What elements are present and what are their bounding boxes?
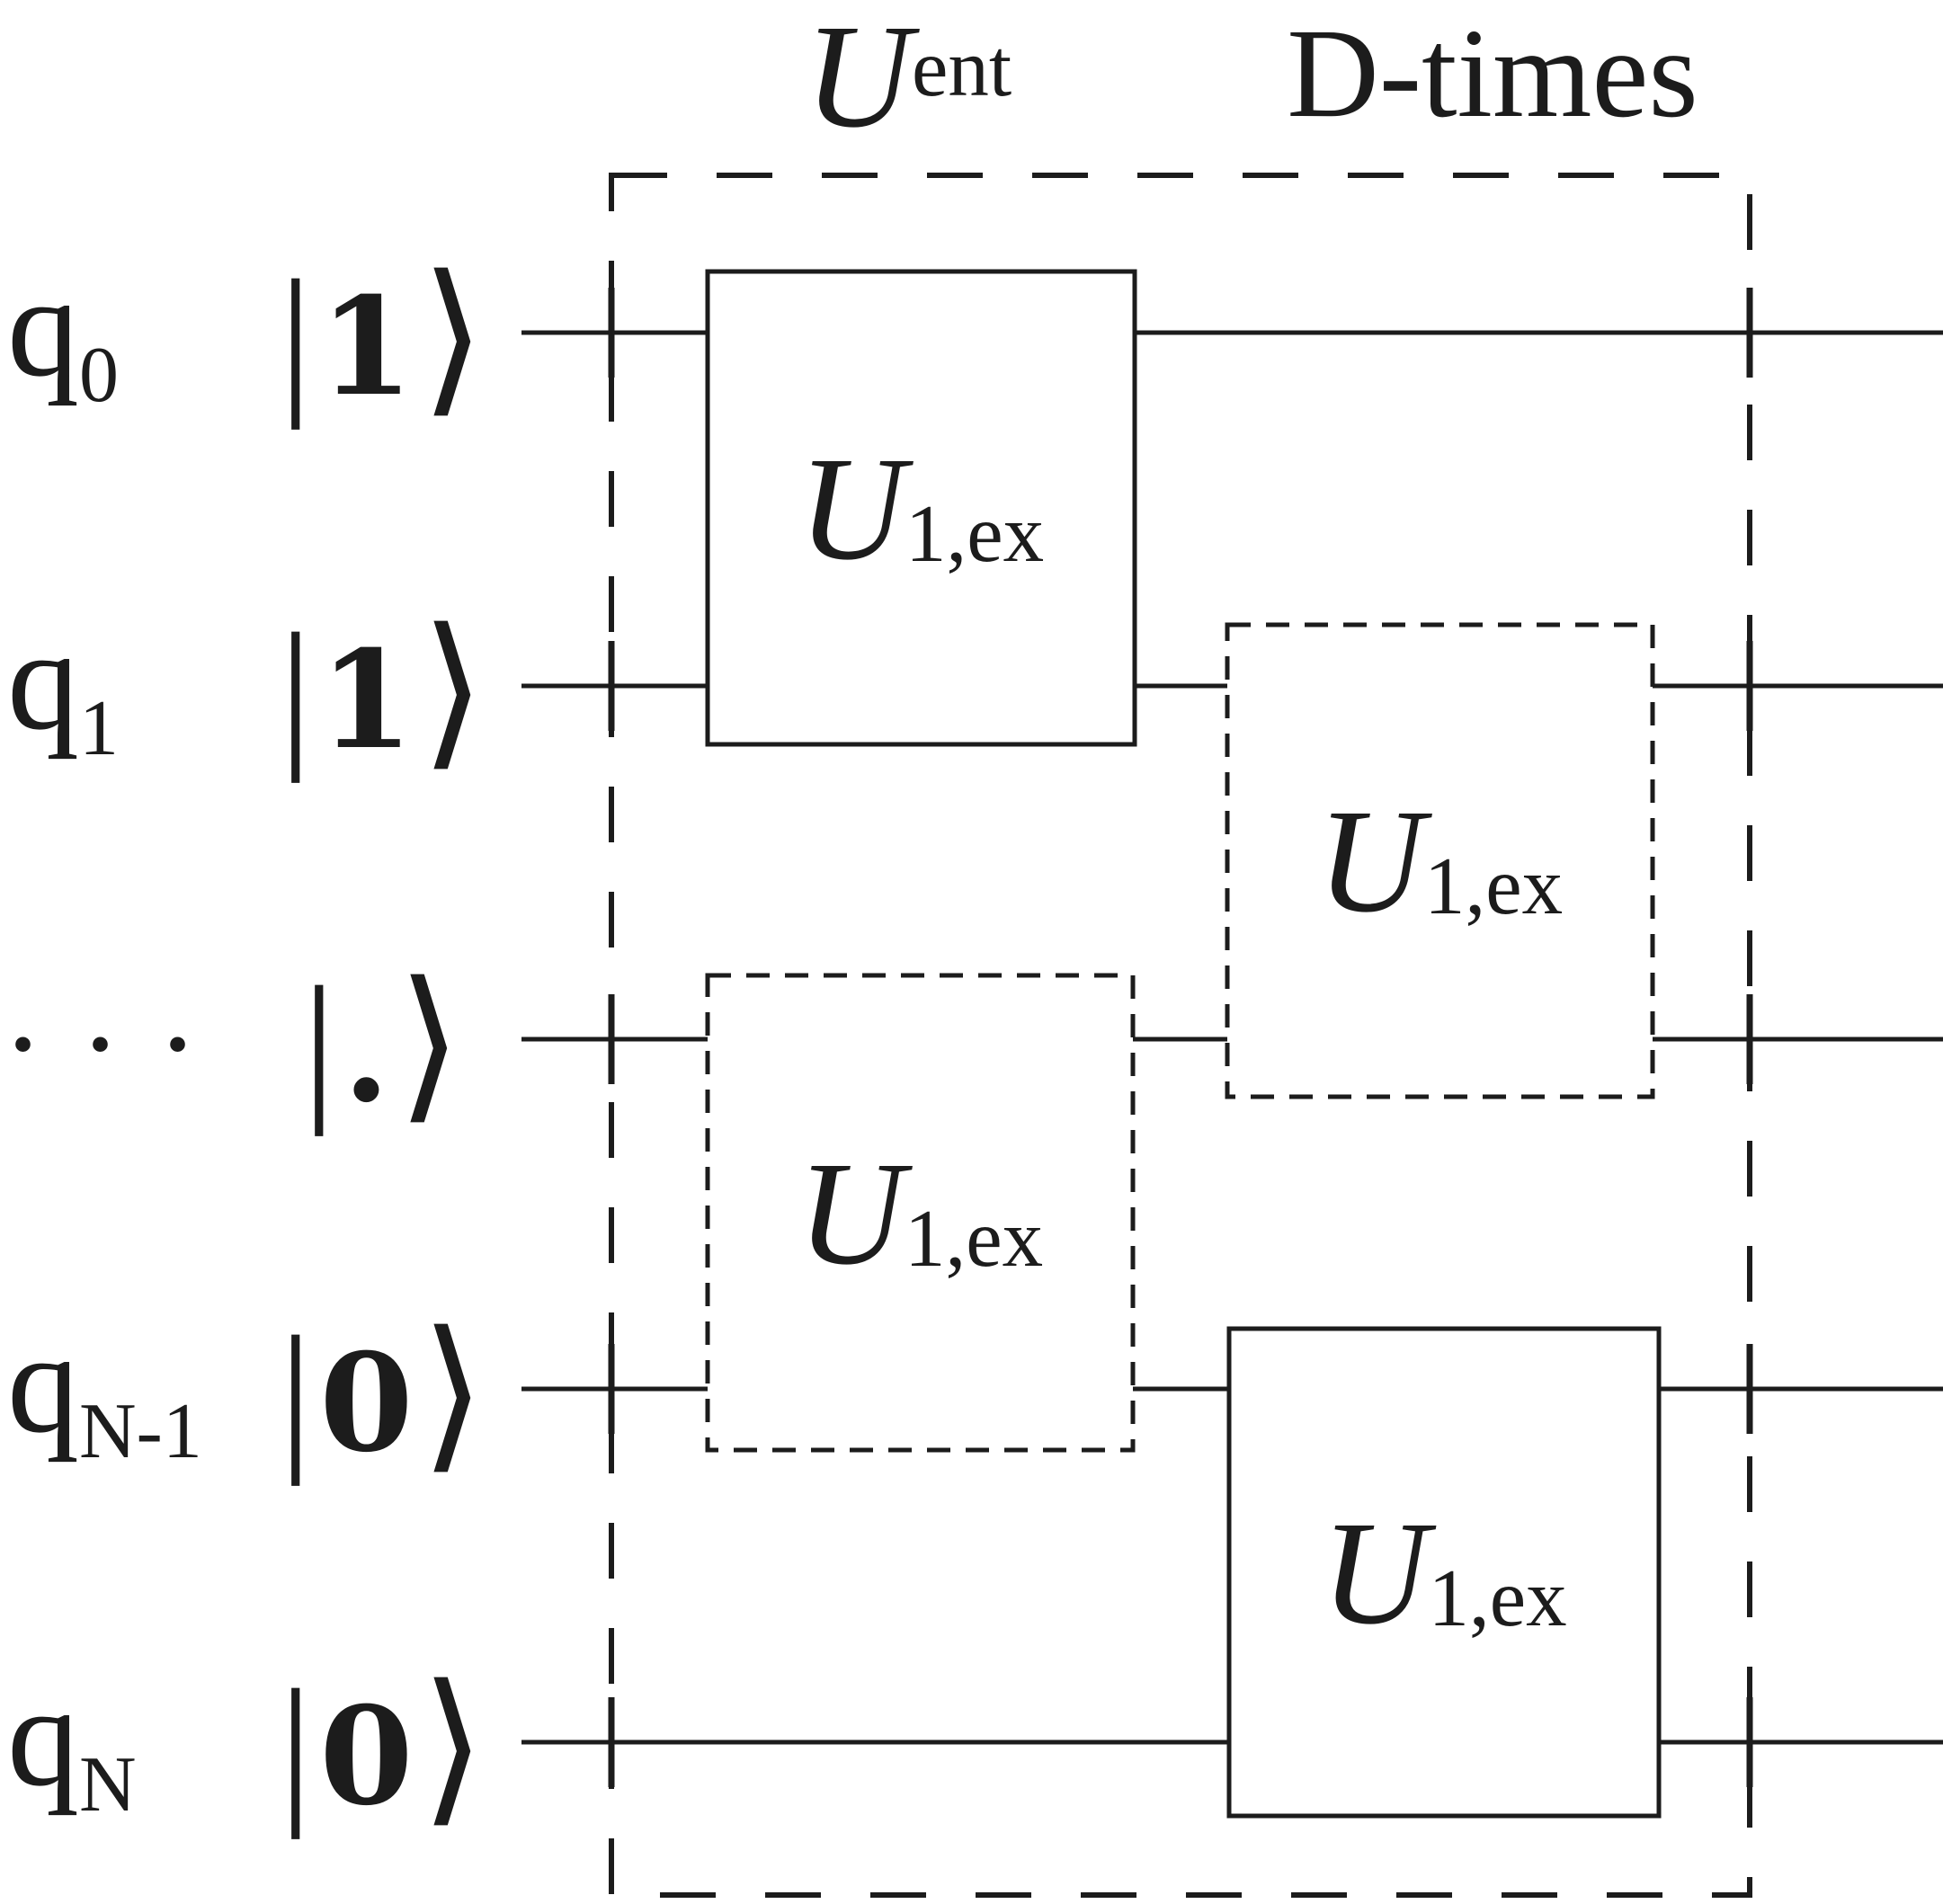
gate-box-4-solid: [1226, 1326, 1662, 1819]
qubit-name: q: [7, 1303, 79, 1463]
ket-angle: ⟩: [420, 246, 486, 431]
ket-value: 0: [319, 1324, 414, 1482]
qubit-subscript: 1: [79, 685, 119, 773]
ket-value: .: [343, 974, 390, 1133]
gate-box-3-dashed: [705, 973, 1136, 1453]
u-ent-main: U: [804, 0, 912, 158]
ket-angle: ⟩: [420, 1656, 486, 1840]
ket-state-qN: |0⟩: [279, 1665, 486, 1836]
ket-state-q0: |1⟩: [279, 255, 486, 426]
qubit-subscript: N-1: [79, 1388, 202, 1476]
ket-value: 1: [319, 621, 414, 779]
qubit-label-qN: qN: [7, 1664, 137, 1825]
qubit-label-dots: . . .: [7, 946, 201, 1072]
ket-state-q1: |1⟩: [279, 609, 486, 779]
ket-angle: ⟩: [420, 1303, 486, 1487]
gate-box-1-solid: [705, 269, 1137, 747]
qubit-label-qN-1: qN-1: [7, 1311, 202, 1472]
gate-box-2-dashed: [1225, 622, 1655, 1099]
ket-value: 0: [319, 1677, 414, 1836]
label-d-times: D-times: [1287, 2, 1698, 144]
ket-value: 1: [319, 268, 414, 426]
qubit-name: q: [7, 246, 79, 406]
ket-state-dots: |.⟩: [288, 962, 477, 1128]
qubit-name: q: [7, 600, 79, 760]
ket-bar: |: [279, 600, 313, 784]
qubit-name: q: [7, 1656, 79, 1816]
ket-angle: ⟩: [397, 953, 462, 1137]
ket-bar: |: [279, 1656, 313, 1840]
qubit-name: . . .: [7, 939, 201, 1078]
ket-bar: |: [279, 246, 313, 431]
qubit-subscript: N: [79, 1741, 137, 1829]
u-ent-sub: ent: [911, 22, 1012, 114]
qubit-subscript: 0: [79, 332, 119, 420]
ket-state-qN-1: |0⟩: [279, 1312, 486, 1482]
ket-angle: ⟩: [420, 600, 486, 784]
ket-bar: |: [302, 953, 336, 1137]
qubit-label-q1: q1: [7, 608, 119, 769]
ket-bar: |: [279, 1303, 313, 1487]
qubit-label-q0: q0: [7, 254, 119, 415]
